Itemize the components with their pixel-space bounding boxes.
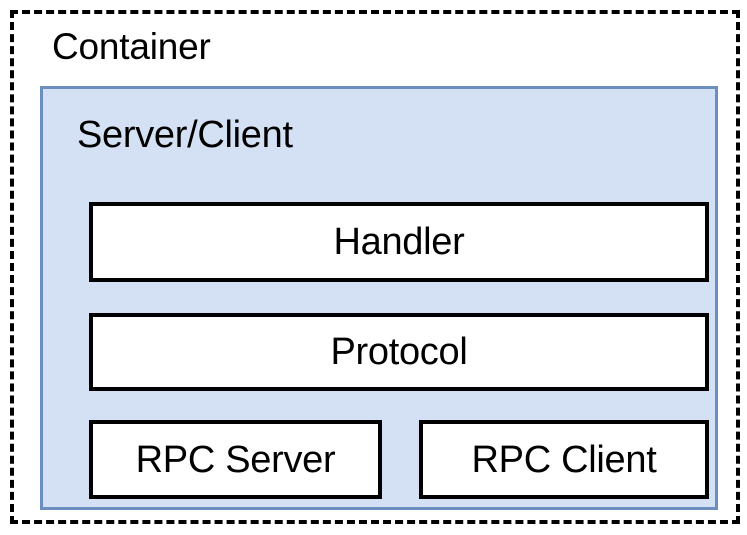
server-client-label: Server/Client (77, 114, 293, 156)
component-label-rpc-server: RPC Server (135, 438, 336, 481)
component-label-protocol: Protocol (330, 331, 468, 373)
component-box-protocol: Protocol (89, 313, 709, 391)
container-label: Container (52, 26, 211, 67)
component-box-rpc-client: RPC Client (419, 420, 709, 499)
component-box-handler: Handler (89, 202, 709, 282)
server-client-boundary: Server/Client Handler Protocol RPC Serve… (40, 86, 718, 510)
container-boundary: Container Server/Client Handler Protocol… (10, 10, 740, 524)
component-label-handler: Handler (333, 221, 465, 263)
component-box-rpc-server: RPC Server (89, 420, 382, 499)
component-label-rpc-client: RPC Client (471, 438, 657, 481)
